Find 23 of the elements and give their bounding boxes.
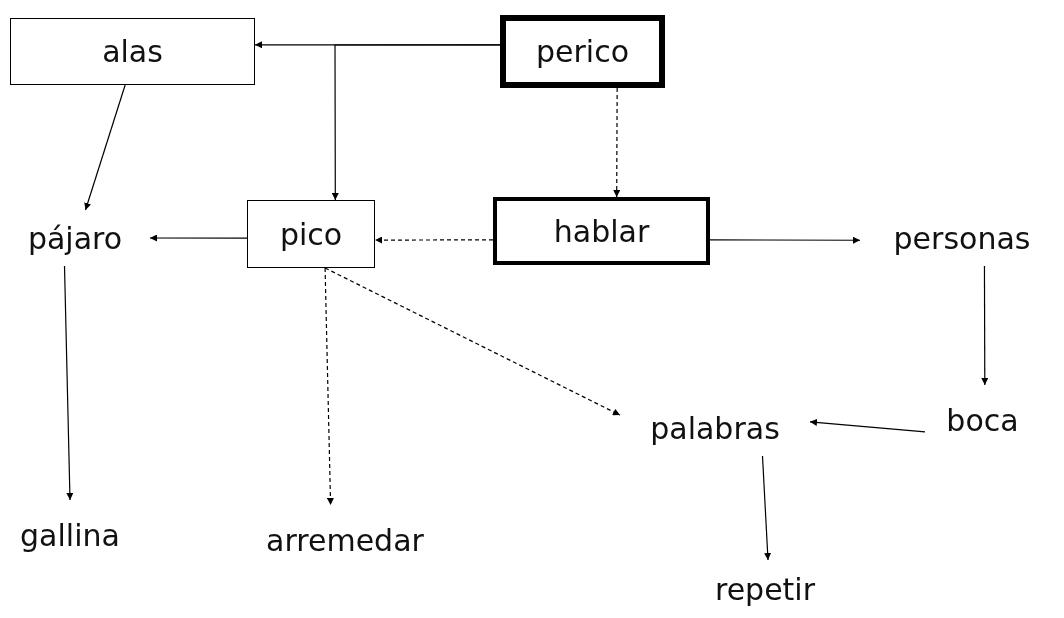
arrow xyxy=(149,234,248,242)
arrow xyxy=(709,236,861,244)
arrow xyxy=(324,267,334,506)
arrow xyxy=(613,87,621,198)
concept-label: pájaro xyxy=(27,221,123,255)
arrow xyxy=(809,418,926,433)
arrow xyxy=(84,84,126,211)
concept-label: boca xyxy=(946,403,1019,437)
concept-label: gallina xyxy=(20,518,120,552)
concept-box: pico xyxy=(247,200,375,268)
arrow xyxy=(63,265,74,501)
concept-label: palabras xyxy=(650,411,780,445)
arrow xyxy=(324,267,621,416)
arrow xyxy=(374,236,494,244)
arrow xyxy=(331,44,501,201)
concept-label: arremedar xyxy=(266,523,424,557)
concept-box: perico xyxy=(500,15,665,88)
concept-box: hablar xyxy=(493,197,710,265)
concept-box: alas xyxy=(10,18,255,85)
concept-label: repetir xyxy=(714,572,816,606)
arrow xyxy=(761,455,772,561)
arrow xyxy=(981,265,989,386)
concept-label: personas xyxy=(893,221,1031,255)
